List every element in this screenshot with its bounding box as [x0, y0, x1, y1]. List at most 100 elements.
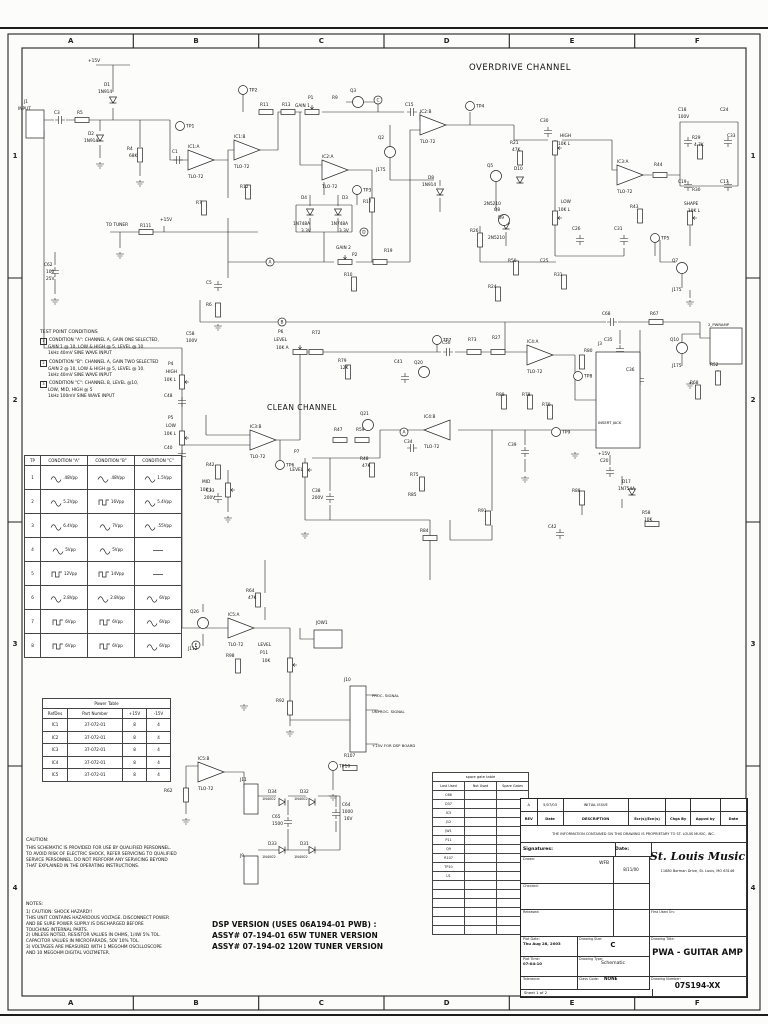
waveform-icon: [50, 475, 62, 483]
resistor-symbol: [345, 364, 351, 380]
tp-value-cell: [134, 561, 182, 586]
clean-channel-title: CLEAN CHANNEL: [267, 403, 337, 412]
schematic-label: 2N5210: [488, 235, 505, 241]
schematic-label: R19: [384, 248, 393, 254]
wires-top-mid: [228, 101, 441, 263]
schematic-label: LEVEL: [290, 467, 304, 473]
resistor-symbol: [287, 700, 293, 716]
schematic-label: R29: [692, 135, 701, 141]
resistor-symbol: [369, 462, 375, 478]
opamp-refdes: IC1:B: [234, 134, 245, 140]
spare-cell: [464, 808, 497, 818]
diode-symbol: [95, 134, 105, 142]
schematic-label: R68: [690, 380, 699, 386]
resistor-symbol: [579, 490, 585, 506]
checked-cell: Checked:: [521, 883, 614, 910]
power-cell: 4: [146, 730, 171, 744]
schematic-label: 1N914: [84, 138, 98, 144]
schematic-label: +15V: [598, 451, 610, 457]
condition-text: CONDITION "C": CHANNEL B, LEVEL @10,: [49, 381, 139, 387]
condition-text: CONDITION "B": CHANNEL A, GAIN TWO SELEC…: [49, 359, 159, 365]
resistor-symbol: [215, 464, 221, 480]
capacitor-symbol: [606, 467, 614, 477]
schematic-label: R84: [420, 528, 429, 534]
schematic-label: INSERT JACK: [598, 420, 622, 425]
tp-value-cell: 2.8Vpp: [40, 585, 88, 610]
resistor-symbol: [547, 404, 553, 420]
capacitor-symbol: [616, 345, 624, 355]
tp-value-cell: 7Vpp: [87, 513, 135, 538]
schematic-label: R67: [650, 311, 659, 317]
zone-row-label: 4: [12, 884, 18, 892]
schematic-label: TO TUNER: [105, 222, 128, 228]
pot-wiper: [557, 146, 562, 150]
tp-value-cell: .55Vpp: [134, 513, 182, 538]
schematic-label: 10K A: [276, 345, 289, 351]
schematic-label: R85: [408, 492, 417, 498]
caution-line: SERVICE PERSONNEL. DO NOT PERFORM ANY SE…: [26, 857, 168, 863]
tp-number-cell: 3: [24, 513, 41, 538]
diode-symbol: [333, 208, 343, 216]
drawing-type-label: Drawing Type:: [579, 957, 604, 961]
diode-symbol: [515, 176, 525, 184]
schematic-label: C18: [678, 107, 687, 113]
diode-symbol: [278, 845, 286, 855]
schematic-label: C23: [206, 488, 215, 494]
tp-value-cell: 6.4Vpp: [40, 513, 88, 538]
condition-line: GAIN 2 @ 10, LOW & HIGH @ 5, LEVEL @ 10.: [40, 367, 180, 373]
net-reference-circle: [373, 95, 383, 105]
schematic-label: R21: [510, 140, 519, 146]
schematic-label: C26: [572, 226, 581, 232]
dsp-version-block: DSP VERSION (USES 06A194-01 PWB) : ASSY#…: [212, 920, 512, 951]
opamp-symbol: [526, 344, 554, 366]
schematic-label: D33: [268, 841, 277, 847]
spare-cell: [464, 898, 497, 908]
schematic-label: 1N4002: [262, 855, 276, 859]
schematic-label: 3.3V: [339, 228, 349, 234]
schematic-label: 1N4002: [262, 797, 276, 801]
note-line: 1) CAUTION: SHOCK HAZARD!!: [26, 910, 93, 916]
net-reference-circle: [265, 257, 275, 267]
drawing-title-cell: Drawing Title: PWA - GUITAR AMP: [649, 936, 747, 977]
tp-number-cell: 6: [24, 585, 41, 610]
connector-box: [25, 109, 45, 139]
company-logo: St. Louis Music: [649, 850, 746, 863]
signatures-label: Signatures:: [521, 842, 616, 857]
opamp-part-label: TLO-72: [249, 454, 266, 460]
released-label: Released:: [523, 910, 540, 914]
pot-wiper: [343, 255, 347, 260]
wires-top: [44, 64, 739, 278]
power-cell: 4: [146, 755, 171, 769]
plot-date-label: Plot Date:: [523, 937, 540, 941]
power-table-title: Power Table: [42, 698, 171, 709]
tp-value-cell: 5Vpp: [40, 537, 88, 562]
ground-symbol: [286, 730, 294, 737]
schematic-label: R64: [246, 588, 255, 594]
zone-col-label: B: [193, 37, 199, 45]
schematic-label: Q26: [190, 609, 199, 615]
tp-value-cell: 6Vpp: [134, 633, 182, 658]
schematic-label: 47K: [362, 463, 370, 469]
potentiometer-symbol: [552, 210, 558, 226]
spare-cell: D37: [432, 799, 465, 809]
opamp-refdes: IC2:B: [420, 109, 431, 115]
schematic-label: R88: [572, 488, 581, 494]
tp-number-cell: 5: [24, 561, 41, 586]
rev-entry-cell: [628, 799, 667, 812]
class-code-label: Class Code:: [579, 977, 599, 981]
class-code-value: NONE: [604, 976, 618, 981]
schematic-label: 10K L: [558, 141, 571, 147]
tp-value-cell: 2.8Vpp: [87, 585, 135, 610]
schematic-label: R27: [492, 335, 501, 341]
test-point-marker: [465, 101, 475, 111]
capacitor-symbol: [684, 137, 692, 147]
note-line: THIS UNIT CONTAINS HAZARDOUS VOLTAGE. DI…: [26, 915, 169, 921]
spare-cell: [432, 925, 465, 935]
scan-edge-bottom: [0, 1014, 768, 1016]
schematic-label: Q10: [670, 337, 679, 343]
power-col-header: +15V: [122, 708, 147, 719]
schematic-label: PROC. SIGNAL: [372, 693, 400, 698]
potentiometer-symbol: [287, 657, 293, 673]
schematic-label: D3: [342, 195, 348, 201]
